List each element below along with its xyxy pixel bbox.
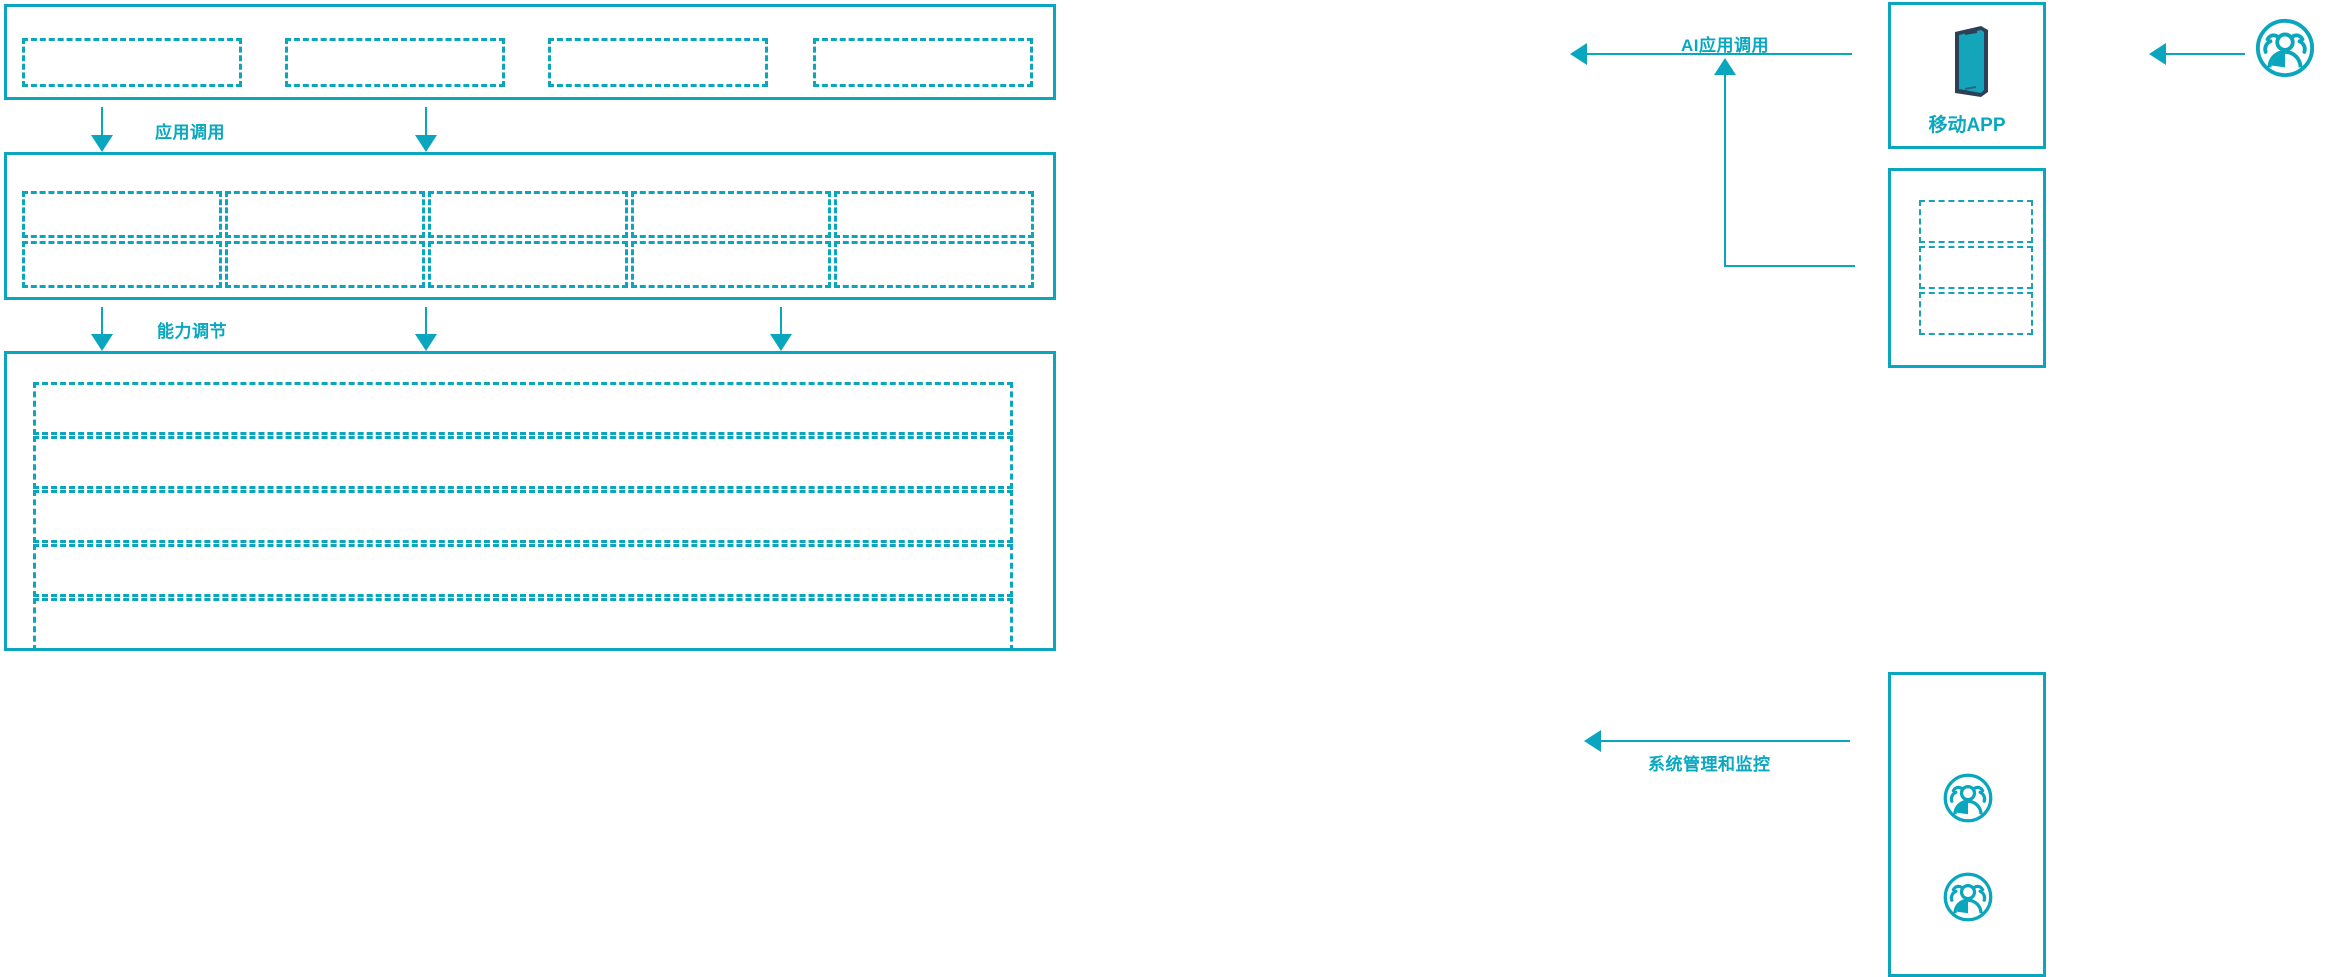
mobile-app-panel[interactable]: 移动APP <box>1888 2 2046 149</box>
infrastructure-row-1[interactable] <box>33 382 1013 435</box>
middle-panel-uplink-head <box>1714 58 1736 75</box>
capability-adjust-arrow-1-head <box>91 334 113 351</box>
system-manage-arrow-head <box>1584 730 1601 752</box>
capability-adjust-arrow-2-shaft <box>425 307 427 336</box>
application-box-3[interactable] <box>548 38 768 87</box>
external-user-arrow-head <box>2149 43 2166 65</box>
capability-adjust-label: 能力调节 <box>157 322 227 341</box>
user-group-icon-ops-2 <box>1942 871 1994 923</box>
infrastructure-row-3[interactable] <box>33 490 1013 543</box>
app-invoke-label: 应用调用 <box>155 123 225 142</box>
capability-cell-3-bottom[interactable] <box>428 241 628 288</box>
middle-panel-item-3[interactable] <box>1919 292 2033 335</box>
capability-layer-container <box>4 152 1056 300</box>
capability-cell-5-top[interactable] <box>834 191 1034 238</box>
external-user-group-icon <box>2254 17 2316 79</box>
capability-adjust-arrow-3-shaft <box>780 307 782 336</box>
ai-app-invoke-label: AI应用调用 <box>1681 36 1769 55</box>
user-group-icon-ops-1 <box>1942 772 1994 824</box>
app-invoke-arrow-2-shaft <box>425 107 427 137</box>
application-box-4[interactable] <box>813 38 1033 87</box>
application-box-2[interactable] <box>285 38 505 87</box>
capability-adjust-arrow-1-shaft <box>101 307 103 336</box>
capability-cell-2-bottom[interactable] <box>225 241 425 288</box>
ai-app-invoke-arrow-shaft <box>1586 53 1852 55</box>
middle-panel-uplink-shaft <box>1724 75 1726 267</box>
middle-panel-item-2[interactable] <box>1919 246 2033 289</box>
capability-cell-5-bottom[interactable] <box>834 241 1034 288</box>
capability-cell-2-top[interactable] <box>225 191 425 238</box>
system-manage-arrow-shaft <box>1600 740 1850 742</box>
mobile-app-caption: 移动APP <box>1928 115 2006 136</box>
ops-panel <box>1888 672 2046 977</box>
middle-panel-uplink-connector <box>1724 265 1855 267</box>
application-box-1[interactable] <box>22 38 242 87</box>
capability-adjust-arrow-3-head <box>770 334 792 351</box>
middle-panel-item-1[interactable] <box>1919 200 2033 243</box>
ai-app-invoke-arrow-head <box>1570 43 1587 65</box>
infrastructure-row-4[interactable] <box>33 544 1013 597</box>
capability-cell-1-bottom[interactable] <box>22 241 222 288</box>
infrastructure-row-2[interactable] <box>33 436 1013 489</box>
infrastructure-row-5[interactable] <box>33 598 1013 651</box>
capability-adjust-arrow-2-head <box>415 334 437 351</box>
app-invoke-arrow-1-head <box>91 135 113 152</box>
smartphone-icon <box>1948 23 1992 100</box>
system-manage-monitor-label: 系统管理和监控 <box>1648 755 1771 774</box>
app-invoke-arrow-2-head <box>415 135 437 152</box>
external-user-arrow-shaft <box>2165 53 2245 55</box>
app-invoke-arrow-1-shaft <box>101 107 103 137</box>
capability-cell-1-top[interactable] <box>22 191 222 238</box>
capability-cell-3-top[interactable] <box>428 191 628 238</box>
capability-cell-4-bottom[interactable] <box>631 241 831 288</box>
capability-cell-4-top[interactable] <box>631 191 831 238</box>
